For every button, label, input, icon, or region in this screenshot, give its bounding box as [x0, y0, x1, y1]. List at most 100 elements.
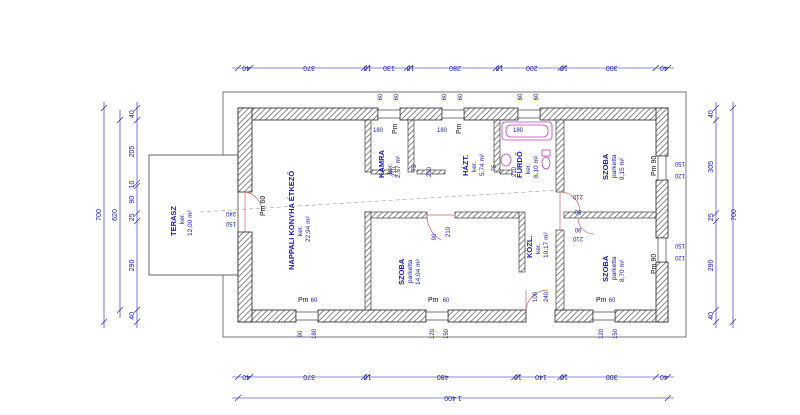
dim-top-label: 280 — [449, 64, 461, 71]
opening-right-label: 120 — [674, 172, 685, 178]
dim-top-tick — [652, 64, 659, 72]
dim-left-inner-tick — [133, 318, 141, 326]
dim-left-inner-label: 40 — [129, 312, 136, 320]
dim-top-tick — [403, 64, 411, 72]
dim-bottom-label: 480 — [437, 373, 449, 380]
room-label-terasz: TERASZ ker. 12,00 m² — [169, 206, 194, 236]
bathtub-icon — [501, 121, 553, 141]
dim-top-tick — [247, 64, 254, 72]
dim-right-inner-label: 40 — [708, 110, 715, 118]
dim-left-inner-label: 40 — [129, 110, 136, 118]
dim-bottom-label: 40 — [660, 373, 668, 380]
opening-top-head-label: 180 — [437, 128, 448, 134]
dim-left-inner-tick — [133, 217, 141, 225]
room-area: 5,74 m² — [479, 153, 486, 176]
opening-interior-label: 210 — [572, 235, 583, 241]
room-area: 9,15 m² — [619, 157, 626, 180]
opening-bottom-label: 150 — [613, 328, 619, 339]
room-name: SZOBA — [601, 255, 610, 282]
dim-top-tick — [363, 64, 371, 72]
pm-tag-top-2: Pm — [456, 123, 463, 134]
opening-left-label: 240 — [225, 210, 236, 216]
dim-bottom-tick — [664, 373, 672, 381]
room-label-nappali: NAPPALI KONYHA ÉTKEZŐ ker. 22,94 m² — [287, 171, 312, 270]
dim-right-inner-tick — [712, 104, 720, 112]
windows — [295, 109, 667, 321]
dim-top-tick — [495, 64, 503, 72]
opening-interior-label: 90 — [574, 208, 581, 214]
opening-bottom-label: 180 — [312, 328, 318, 339]
opening-bottom-head-label: 60 — [609, 298, 616, 304]
opening-top-head-label: 180 — [373, 128, 384, 134]
pm-tag-left: Pm 60 — [260, 196, 267, 216]
opening-top-head-label: 180 — [513, 128, 524, 134]
opening-bottom-label: 90 — [298, 330, 304, 337]
opening-interior-label: 90 — [432, 233, 438, 240]
pm-tags: Pm 60 Pm 90 Pm 90 Pm Pm Pm Pm Pm — [260, 123, 658, 304]
opening-right-label: 150 — [674, 242, 685, 248]
dim-bottom-tick — [511, 373, 518, 381]
opening-interior-label: 210 — [427, 166, 433, 177]
opening-right-label: 150 — [674, 160, 685, 166]
dim-bottom-label: 370 — [303, 373, 315, 380]
dimension-lines — [100, 64, 737, 402]
opening-top-label: 60 — [534, 93, 540, 100]
dim-left-inner-label: 290 — [129, 260, 136, 272]
pm-tag-bottom-2: Pm — [428, 297, 439, 304]
dim-left-inner-tick — [133, 306, 141, 313]
room-finish: ker. — [179, 213, 186, 224]
opening-interior-label: 75 — [412, 164, 418, 171]
opening-top-label: 60 — [442, 93, 448, 100]
dim-left-inner-tick — [133, 179, 141, 187]
doors — [244, 191, 595, 311]
dim-top-label: 40 — [242, 64, 250, 71]
room-area: 22,94 m² — [305, 216, 312, 242]
sink-icon — [500, 153, 512, 167]
opening-top-label: 60 — [458, 93, 464, 100]
interior-walls — [364, 119, 657, 311]
dim-left-inner-tick — [133, 182, 141, 190]
section-line — [199, 189, 561, 213]
dim-right-inner-label: 25 — [708, 213, 715, 221]
room-name: KAMRA — [377, 150, 386, 178]
room-finish: parketta — [611, 256, 618, 280]
dim-bottom-tick — [363, 373, 371, 381]
pm-tag-top-1: Pm — [392, 123, 399, 134]
dim-right-inner-tick — [712, 318, 720, 326]
opening-left-label: 150 — [225, 220, 236, 226]
opening-bottom-head-label: 60 — [443, 298, 450, 304]
dim-top-tick — [234, 64, 242, 72]
dim-top-tick — [557, 64, 564, 72]
dim-left-outer-tick — [100, 318, 108, 326]
dim-right-outer-tick — [729, 104, 737, 112]
opening-right-label: 120 — [674, 254, 685, 260]
room-label-szoba1: SZOBA parketta 9,15 m² — [601, 153, 626, 180]
dim-bottom-tick — [560, 373, 567, 381]
opening-bottom-label: 120 — [599, 328, 605, 339]
dim-bottom-label: 10 — [514, 373, 522, 380]
dim-top-label: 200 — [526, 64, 538, 71]
opening-interior-label: 90 — [574, 226, 581, 232]
dim-left-mid-label: 620 — [112, 209, 119, 221]
room-label-szoba3: SZOBA parketta 8,70 m² — [601, 255, 626, 282]
dim-left-outer-tick — [100, 104, 108, 112]
opening-interior-label: 100 — [533, 291, 539, 302]
dim-bottom-tick — [234, 373, 242, 381]
terrace — [148, 154, 239, 276]
room-finish: parketta — [407, 259, 414, 283]
room-finish: parketta — [611, 154, 618, 178]
pm-tag-right-2: Pm 90 — [651, 254, 658, 274]
room-name: FÜRDŐ — [515, 151, 524, 178]
pm-tag-right-1: Pm 90 — [651, 156, 658, 176]
room-name: SZOBA — [601, 153, 610, 180]
room-area: 6,10 m² — [533, 155, 540, 178]
opening-interior-label: 210 — [392, 166, 398, 177]
room-area: 12,00 m² — [187, 210, 194, 236]
room-label-hazt: HÁZT. ker. 5,74 m² — [461, 153, 486, 176]
opening-bottom-head-label: 60 — [311, 298, 318, 304]
room-finish: ker. — [525, 163, 532, 174]
dim-total-tick — [234, 394, 242, 402]
dim-bottom-tick — [360, 373, 368, 381]
dim-top-label: 40 — [660, 64, 668, 71]
